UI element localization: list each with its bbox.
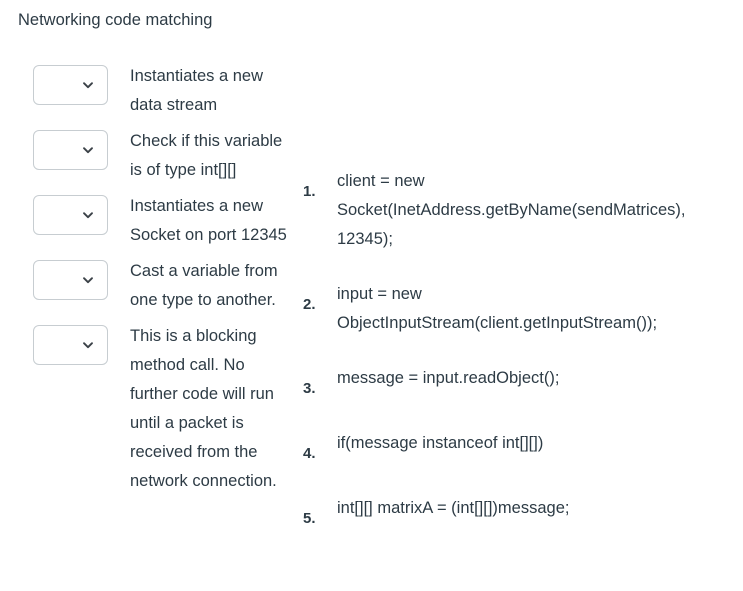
answer-select-4[interactable]: [33, 260, 108, 300]
list-item: 4. if(message instanceof int[][]): [303, 429, 743, 468]
answer-row: Cast a variable from one type to another…: [33, 250, 295, 315]
list-item: 2. input = new ObjectInputStream(client.…: [303, 280, 743, 338]
list-item-code: input = new ObjectInputStream(client.get…: [337, 285, 658, 332]
list-item-code: if(message instanceof int[][]): [337, 434, 544, 452]
chevron-down-icon: [82, 79, 94, 91]
code-list-column: 1. client = new Socket(InetAddress.getBy…: [303, 167, 743, 533]
list-item: 3. message = input.readObject();: [303, 364, 743, 403]
list-item: 5. int[][] matrixA = (int[][])message;: [303, 494, 743, 533]
answer-select-3[interactable]: [33, 195, 108, 235]
answer-select-2[interactable]: [33, 130, 108, 170]
chevron-down-icon: [82, 339, 94, 351]
answer-options-column: Instantiates a new data stream Check if …: [33, 55, 295, 496]
list-item-code: message = input.readObject();: [337, 369, 560, 387]
list-item: 1. client = new Socket(InetAddress.getBy…: [303, 167, 743, 254]
answer-row: Check if this variable is of type int[][…: [33, 120, 295, 185]
list-item-number: 3.: [303, 380, 316, 397]
answer-select-1[interactable]: [33, 65, 108, 105]
answer-prompt-text: Cast a variable from one type to another…: [130, 262, 278, 309]
answer-prompt-text: Instantiates a new data stream: [130, 67, 263, 114]
answer-select-5[interactable]: [33, 325, 108, 365]
list-item-number: 2.: [303, 296, 316, 313]
list-item-number: 1.: [303, 183, 316, 200]
answer-row: Instantiates a new Socket on port 12345: [33, 185, 295, 250]
page-title: Networking code matching: [18, 11, 213, 29]
list-item-number: 5.: [303, 510, 316, 527]
answer-prompt-text: This is a blocking method call. No furth…: [130, 327, 277, 490]
chevron-down-icon: [82, 209, 94, 221]
list-item-number: 4.: [303, 445, 316, 462]
list-item-code: int[][] matrixA = (int[][])message;: [337, 499, 570, 517]
answer-prompt-text: Instantiates a new Socket on port 12345: [130, 197, 287, 244]
chevron-down-icon: [82, 274, 94, 286]
chevron-down-icon: [82, 144, 94, 156]
list-item-code: client = new Socket(InetAddress.getByNam…: [337, 172, 686, 248]
answer-row: Instantiates a new data stream: [33, 55, 295, 120]
answer-row: This is a blocking method call. No furth…: [33, 315, 295, 496]
answer-prompt-text: Check if this variable is of type int[][…: [130, 132, 283, 179]
